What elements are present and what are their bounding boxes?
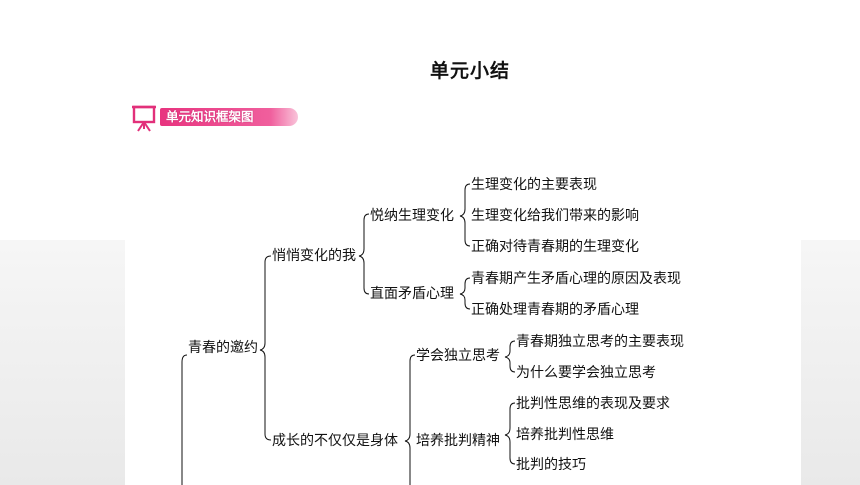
node-l1-second: 成长的不仅仅是身体 [272,433,398,449]
node-l2-third: 学会独立思考 [416,348,500,364]
node-leaf-7: 为什么要学会独立思考 [516,365,656,381]
node-leaf-10: 批判的技巧 [516,457,586,473]
presentation-board-icon [132,105,156,132]
node-l2-second: 直面矛盾心理 [370,286,454,302]
node-root: 青春的邀约 [188,340,258,356]
page-title: 单元小结 [430,60,511,82]
node-leaf-4: 青春期产生矛盾心理的原因及表现 [471,271,681,287]
node-leaf-3: 正确对待青春期的生理变化 [471,239,639,255]
node-leaf-2: 生理变化给我们带来的影响 [471,208,639,224]
section-banner: 单元知识框架图 [160,108,298,126]
node-leaf-6: 青春期独立思考的主要表现 [516,334,684,350]
node-leaf-8: 批判性思维的表现及要求 [516,396,670,412]
node-l2-fourth: 培养批判精神 [416,433,500,449]
section-header: 单元知识框架图 [132,104,302,132]
node-leaf-9: 培养批判性思维 [516,427,614,443]
node-l2-first: 悦纳生理变化 [370,208,454,224]
node-leaf-5: 正确处理青春期的矛盾心理 [471,302,639,318]
node-leaf-1: 生理变化的主要表现 [471,177,597,193]
node-l1-first: 悄悄变化的我 [272,248,356,264]
